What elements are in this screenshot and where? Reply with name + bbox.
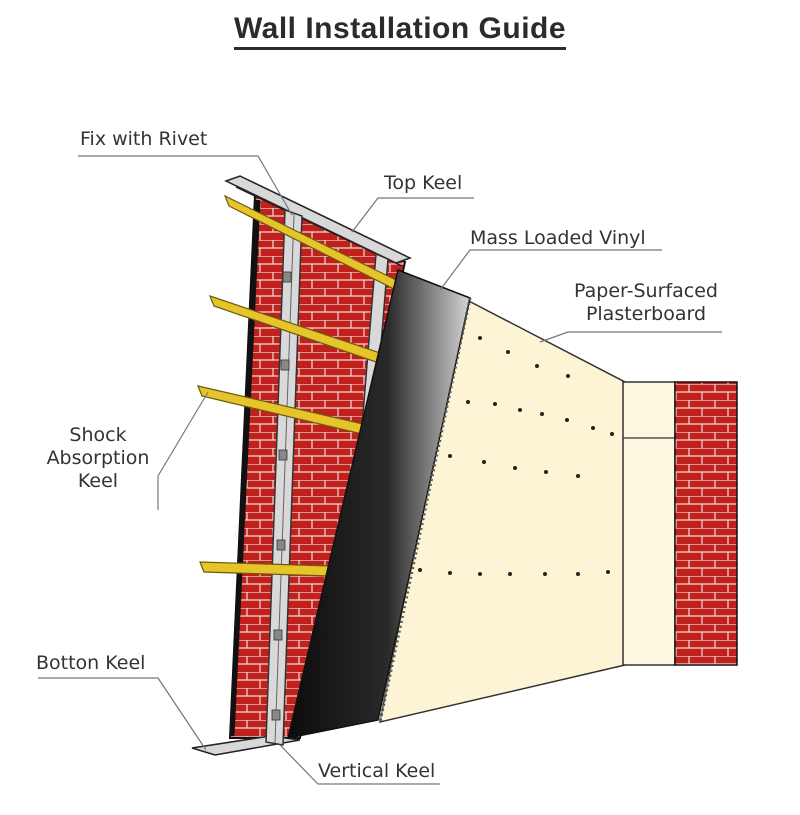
label-plasterboard-line2: Plasterboard — [585, 302, 707, 325]
label-shock-line1: Shock — [69, 424, 127, 446]
screw-dots — [418, 336, 614, 576]
page-title: Wall Installation Guide — [0, 12, 800, 50]
label-shock-line3: Keel — [77, 469, 119, 492]
right-brick-wall — [674, 381, 738, 666]
label-vertical-keel: Vertical Keel — [318, 760, 436, 782]
label-mass-loaded-vinyl: Mass Loaded Vinyl — [470, 227, 646, 249]
mass-loaded-vinyl — [287, 268, 471, 739]
label-shock-absorption-keel: Shock Absorption Keel — [38, 424, 158, 492]
label-top-keel: Top Keel — [384, 172, 463, 194]
plaster-edge — [622, 381, 676, 666]
label-bottom-keel: Botton Keel — [36, 652, 146, 674]
label-fix-with-rivet: Fix with Rivet — [80, 128, 208, 150]
shock-absorption-keels — [197, 194, 397, 577]
label-paper-surfaced-plasterboard: Paper-Surfaced Plasterboard — [566, 280, 726, 326]
label-plasterboard-line1: Paper-Surfaced — [574, 280, 718, 302]
label-shock-line2: Absorption — [46, 446, 150, 469]
leader-lines — [38, 155, 722, 785]
